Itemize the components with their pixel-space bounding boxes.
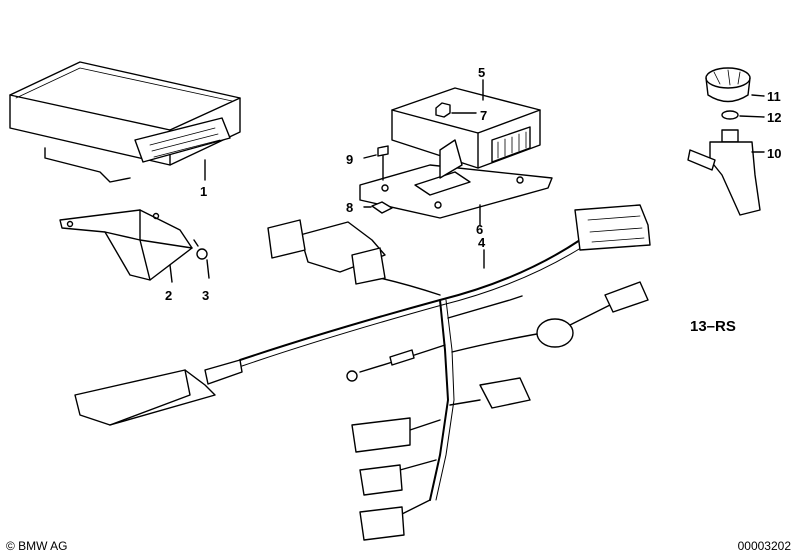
label-part-3: 3 <box>202 288 209 303</box>
ring-terminal[interactable] <box>346 349 415 382</box>
label-part-1: 1 <box>200 184 207 199</box>
connector-lower-right[interactable] <box>479 377 531 409</box>
round-connector[interactable] <box>604 281 649 313</box>
label-part-11: 11 <box>767 89 781 104</box>
label-part-7: 7 <box>480 108 487 123</box>
connector-bottom-2[interactable] <box>359 506 405 541</box>
potentiometer-part-10[interactable] <box>687 129 765 216</box>
sensor-disc[interactable] <box>536 318 574 348</box>
screw-part-3[interactable] <box>193 239 210 279</box>
washer-part-12[interactable] <box>721 110 765 120</box>
clip-nut-part-8[interactable] <box>363 201 393 214</box>
variant-code: 13–RS <box>690 318 736 335</box>
label-part-6: 6 <box>476 222 483 237</box>
knob-part-11[interactable] <box>705 67 765 103</box>
relay-box-part-5[interactable] <box>391 79 541 169</box>
label-part-5: 5 <box>478 65 485 80</box>
nut-part-7[interactable] <box>435 102 477 118</box>
connector-lower-left[interactable] <box>351 417 411 453</box>
label-part-9: 9 <box>346 152 353 167</box>
connector-bottom-1[interactable] <box>359 464 403 496</box>
label-part-4: 4 <box>478 235 486 250</box>
multi-pin-connector[interactable] <box>267 219 386 285</box>
mounting-plate-part-6[interactable] <box>359 139 553 226</box>
screw-part-9[interactable] <box>363 145 389 181</box>
control-unit-part-1[interactable] <box>9 61 241 183</box>
rectangular-connector-top-right[interactable] <box>574 204 651 251</box>
label-part-10: 10 <box>767 146 781 161</box>
document-number: 00003202 <box>737 539 791 553</box>
label-part-12: 12 <box>767 110 781 125</box>
copyright-notice: © BMW AG <box>6 539 68 553</box>
bracket-part-2[interactable] <box>59 209 193 283</box>
large-plug-connector[interactable] <box>74 359 243 426</box>
label-part-8: 8 <box>346 200 353 215</box>
label-part-2: 2 <box>165 288 172 303</box>
wiring-harness-part-4[interactable] <box>239 239 611 516</box>
